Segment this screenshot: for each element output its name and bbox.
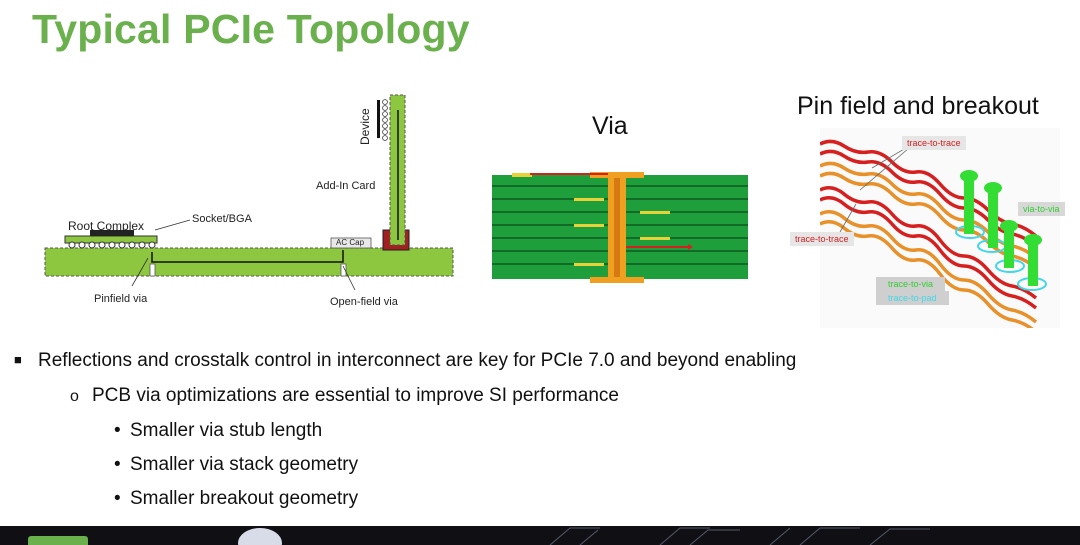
ac-cap-label: AC Cap	[336, 238, 365, 247]
bullet-level1: ■Reflections and crosstalk control in in…	[14, 350, 797, 371]
via-title: Via	[592, 112, 628, 140]
openfield-via-mark	[340, 263, 347, 277]
footer-bar	[0, 526, 1080, 545]
device-label: Device	[358, 108, 372, 145]
via-cross-section	[492, 172, 748, 283]
footer-logo-round	[238, 528, 282, 545]
device-balls	[382, 99, 388, 141]
bullet-level3-item: •Smaller via stack geometry	[114, 454, 359, 475]
tag-trace-to-pad: trace-to-pad	[876, 291, 949, 305]
via-pad-bottom	[590, 277, 644, 283]
tag-via-to-via: via-to-via	[1018, 202, 1065, 216]
footer-logo-green	[28, 536, 88, 545]
topology-diagram	[44, 94, 454, 290]
tag-trace-to-trace-top: trace-to-trace	[902, 136, 966, 150]
board-trace	[151, 250, 344, 263]
footer-circuit-pattern	[549, 527, 930, 545]
root-complex-label: Root Complex	[68, 219, 145, 233]
via-pad-top	[590, 172, 644, 178]
tag-trace-to-trace-left: trace-to-trace	[790, 232, 854, 246]
pin-vias	[960, 170, 1042, 286]
bullet-level3-item: •Smaller breakout geometry	[114, 488, 359, 509]
bullet-level3-item: •Smaller via stub length	[114, 420, 323, 441]
pin-field-image	[820, 128, 1060, 328]
socket-bga-label: Socket/BGA	[192, 213, 252, 225]
pinfield-via-mark	[149, 263, 156, 277]
pinfield-via-label: Pinfield via	[94, 293, 148, 305]
bga-balls	[68, 241, 156, 249]
ac-cap	[330, 237, 372, 249]
pin-field-title: Pin field and breakout	[797, 92, 1039, 120]
open-field-via-label: Open-field via	[330, 296, 398, 308]
tag-trace-to-via: trace-to-via	[876, 277, 946, 291]
root-complex-die	[90, 230, 134, 236]
device-chip	[377, 100, 380, 138]
slide-title: Typical PCIe Topology	[32, 6, 470, 52]
bullet-level1-text: Reflections and crosstalk control in int…	[38, 350, 797, 371]
bullet-level2-text: PCB via optimizations are essential to i…	[92, 385, 619, 406]
add-in-card-label: Add-In Card	[316, 180, 376, 192]
